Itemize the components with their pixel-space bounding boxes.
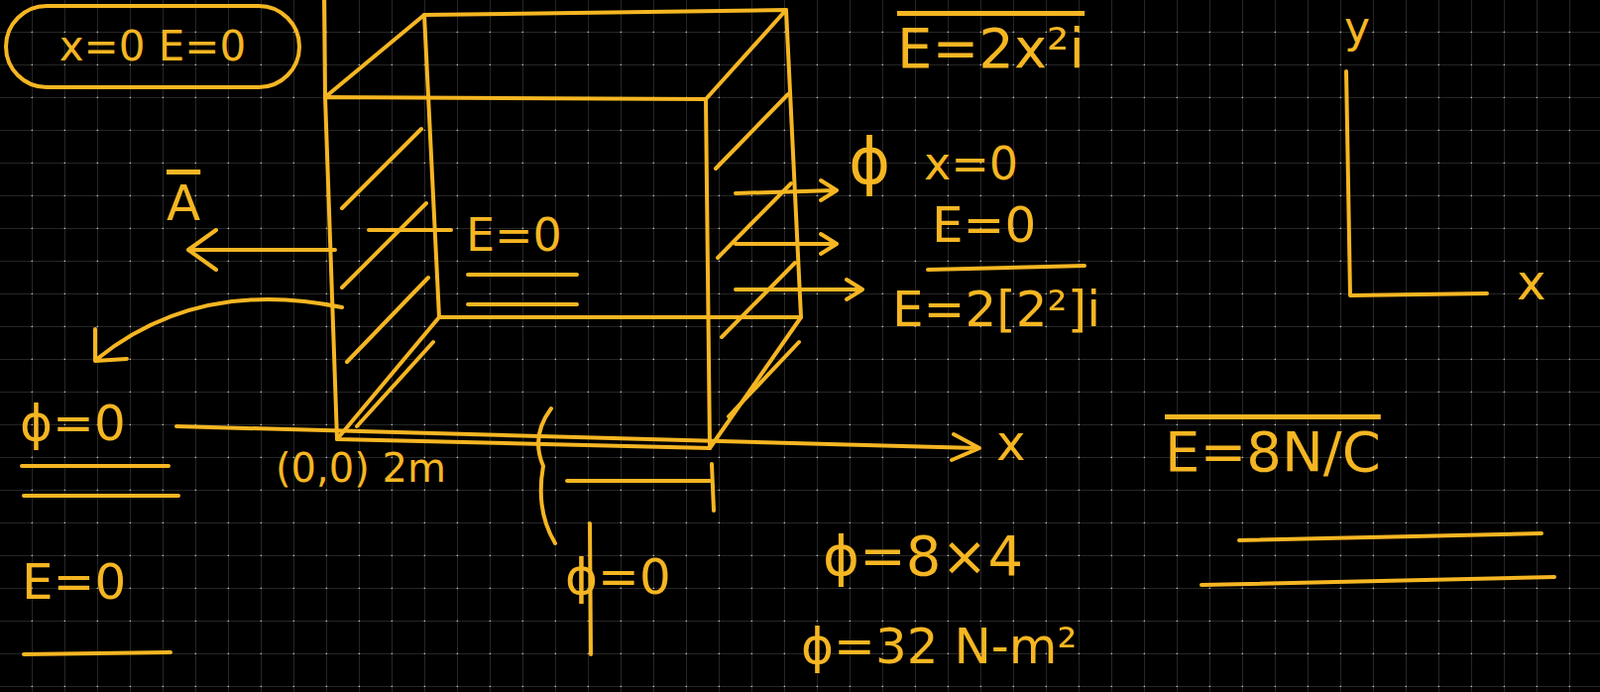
axis-label: x	[996, 416, 1027, 471]
flux-calc: ϕ=8×4	[822, 525, 1024, 587]
field-note: E=0	[931, 198, 1036, 253]
field-result: E=8N/C	[1164, 421, 1381, 483]
oval-note: x=0 E=0	[3, 3, 302, 90]
axis-label: x	[1516, 255, 1547, 311]
position-note: x=0	[923, 138, 1019, 190]
node-text: x=0 E=0	[59, 23, 298, 70]
field-equation: E=2x²i	[897, 17, 1085, 80]
area-vector: A	[166, 176, 201, 231]
flux-note: ϕ=0	[565, 550, 672, 605]
flux-symbol: ϕ	[848, 126, 891, 197]
field-note: E=0	[465, 210, 563, 261]
field-value: E=2[2²]i	[892, 282, 1101, 338]
origin-dimension: (0,0) 2m	[275, 446, 447, 490]
axis-label: y	[1344, 3, 1371, 52]
flux-result: ϕ=32 N-m²	[800, 619, 1078, 675]
flux-note: ϕ=0	[19, 396, 126, 452]
field-note: E=0	[21, 555, 126, 610]
